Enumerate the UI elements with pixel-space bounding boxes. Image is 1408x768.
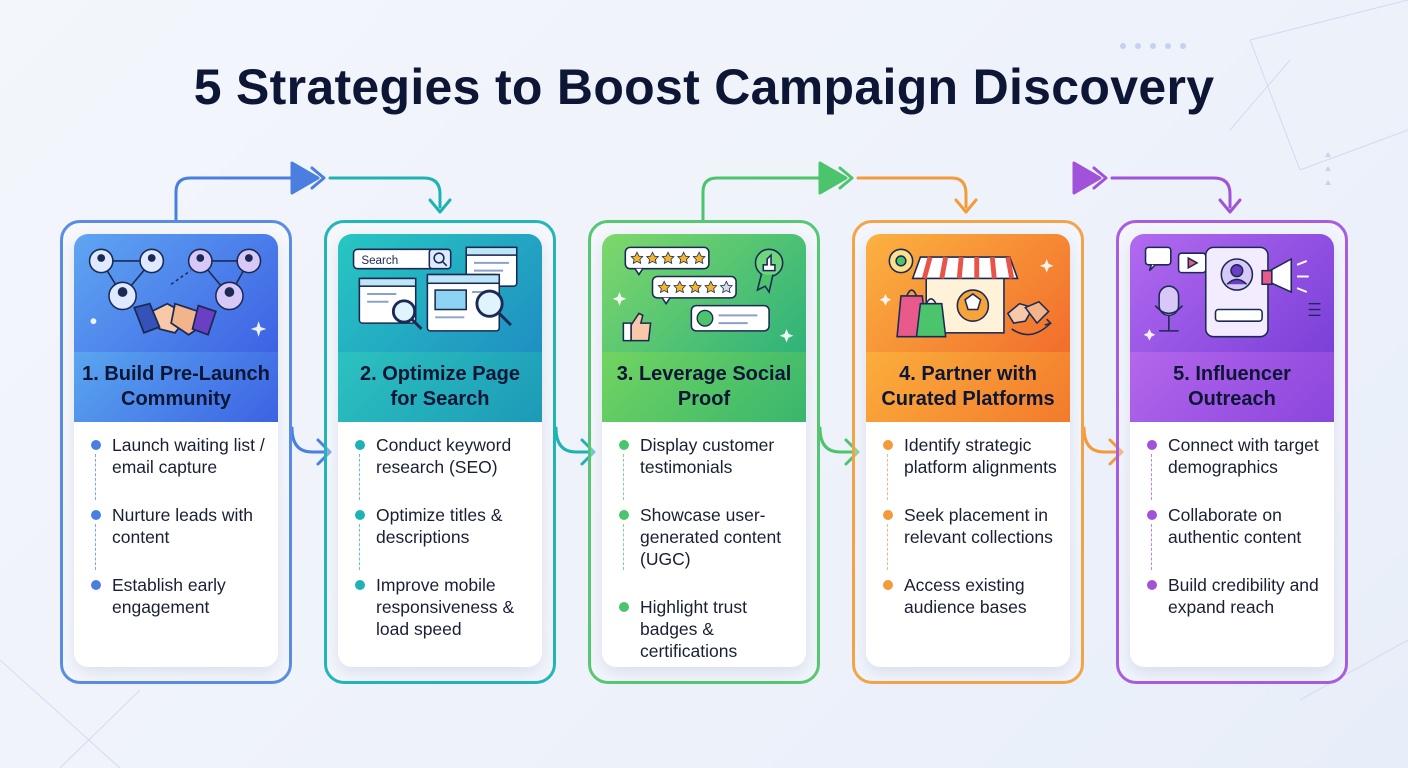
connector-3-4-top [701, 161, 978, 222]
list-item: Optimize titles & descriptions [338, 504, 542, 570]
bullet-dot [883, 510, 893, 520]
strategy-title: 1. Build Pre-Launch Community [74, 352, 278, 422]
strategy-items: Connect with target demographics Collabo… [1130, 434, 1334, 644]
list-item: Highlight trust badges & certifications [602, 596, 806, 662]
strategy-items: Launch waiting list / email capture Nurt… [74, 434, 278, 644]
bullet-dot [1147, 510, 1157, 520]
strategy-title: 3. Leverage Social Proof [602, 352, 806, 422]
strategy-title: 2. Optimize Page for Search [338, 352, 542, 422]
list-item: Improve mobile responsiveness & load spe… [338, 574, 542, 640]
strategy-title: 4. Partner with Curated Platforms [866, 352, 1070, 422]
bullet-dot [355, 580, 365, 590]
influencer-megaphone-icon [1130, 234, 1334, 352]
strategy-card-1: 1. Build Pre-Launch Community Launch wai… [60, 220, 292, 684]
strategy-card-5: 5. Influencer Outreach Connect with targ… [1116, 220, 1348, 684]
bullet-dot [619, 510, 629, 520]
bullet-dot [1147, 580, 1157, 590]
list-item: Identify strategic platform alignments [866, 434, 1070, 500]
bullet-dot [91, 580, 101, 590]
connector-5-top [1072, 161, 1242, 214]
list-item: Seek placement in relevant collections [866, 504, 1070, 570]
search-placeholder: Search [361, 254, 398, 267]
connector-1-2-top [174, 161, 452, 222]
bullet-dot [883, 580, 893, 590]
list-item: Showcase user-generated content (UGC) [602, 504, 806, 570]
bullet-dot [1147, 440, 1157, 450]
bullet-dot [619, 440, 629, 450]
star-reviews-icon [602, 234, 806, 352]
community-handshake-icon [74, 234, 278, 352]
bullet-dot [883, 440, 893, 450]
strategy-card-2: Search 2. Opt [324, 220, 556, 684]
bullet-dot [91, 510, 101, 520]
storefront-partner-icon [866, 234, 1070, 352]
list-item: Connect with target demographics [1130, 434, 1334, 500]
bullet-dot [619, 602, 629, 612]
list-item: Conduct keyword research (SEO) [338, 434, 542, 500]
list-item: Establish early engagement [74, 574, 278, 618]
page-title: 5 Strategies to Boost Campaign Discovery [193, 59, 1215, 115]
strategy-card-3: 3. Leverage Social Proof Display custome… [588, 220, 820, 684]
bullet-dot [91, 440, 101, 450]
search-browser-icon: Search [338, 234, 542, 352]
strategy-items: Display customer testimonials Showcase u… [602, 434, 806, 667]
list-item: Launch waiting list / email capture [74, 434, 278, 500]
list-item: Access existing audience bases [866, 574, 1070, 618]
list-item: Collaborate on authentic content [1130, 504, 1334, 570]
list-item: Nurture leads with content [74, 504, 278, 570]
bullet-dot [355, 510, 365, 520]
strategy-items: Conduct keyword research (SEO) Optimize … [338, 434, 542, 666]
strategy-title: 5. Influencer Outreach [1130, 352, 1334, 422]
strategy-card-4: 4. Partner with Curated Platforms Identi… [852, 220, 1084, 684]
list-item: Build credibility and expand reach [1130, 574, 1334, 618]
strategy-items: Identify strategic platform alignments S… [866, 434, 1070, 644]
list-item: Display customer testimonials [602, 434, 806, 500]
bullet-dot [355, 440, 365, 450]
